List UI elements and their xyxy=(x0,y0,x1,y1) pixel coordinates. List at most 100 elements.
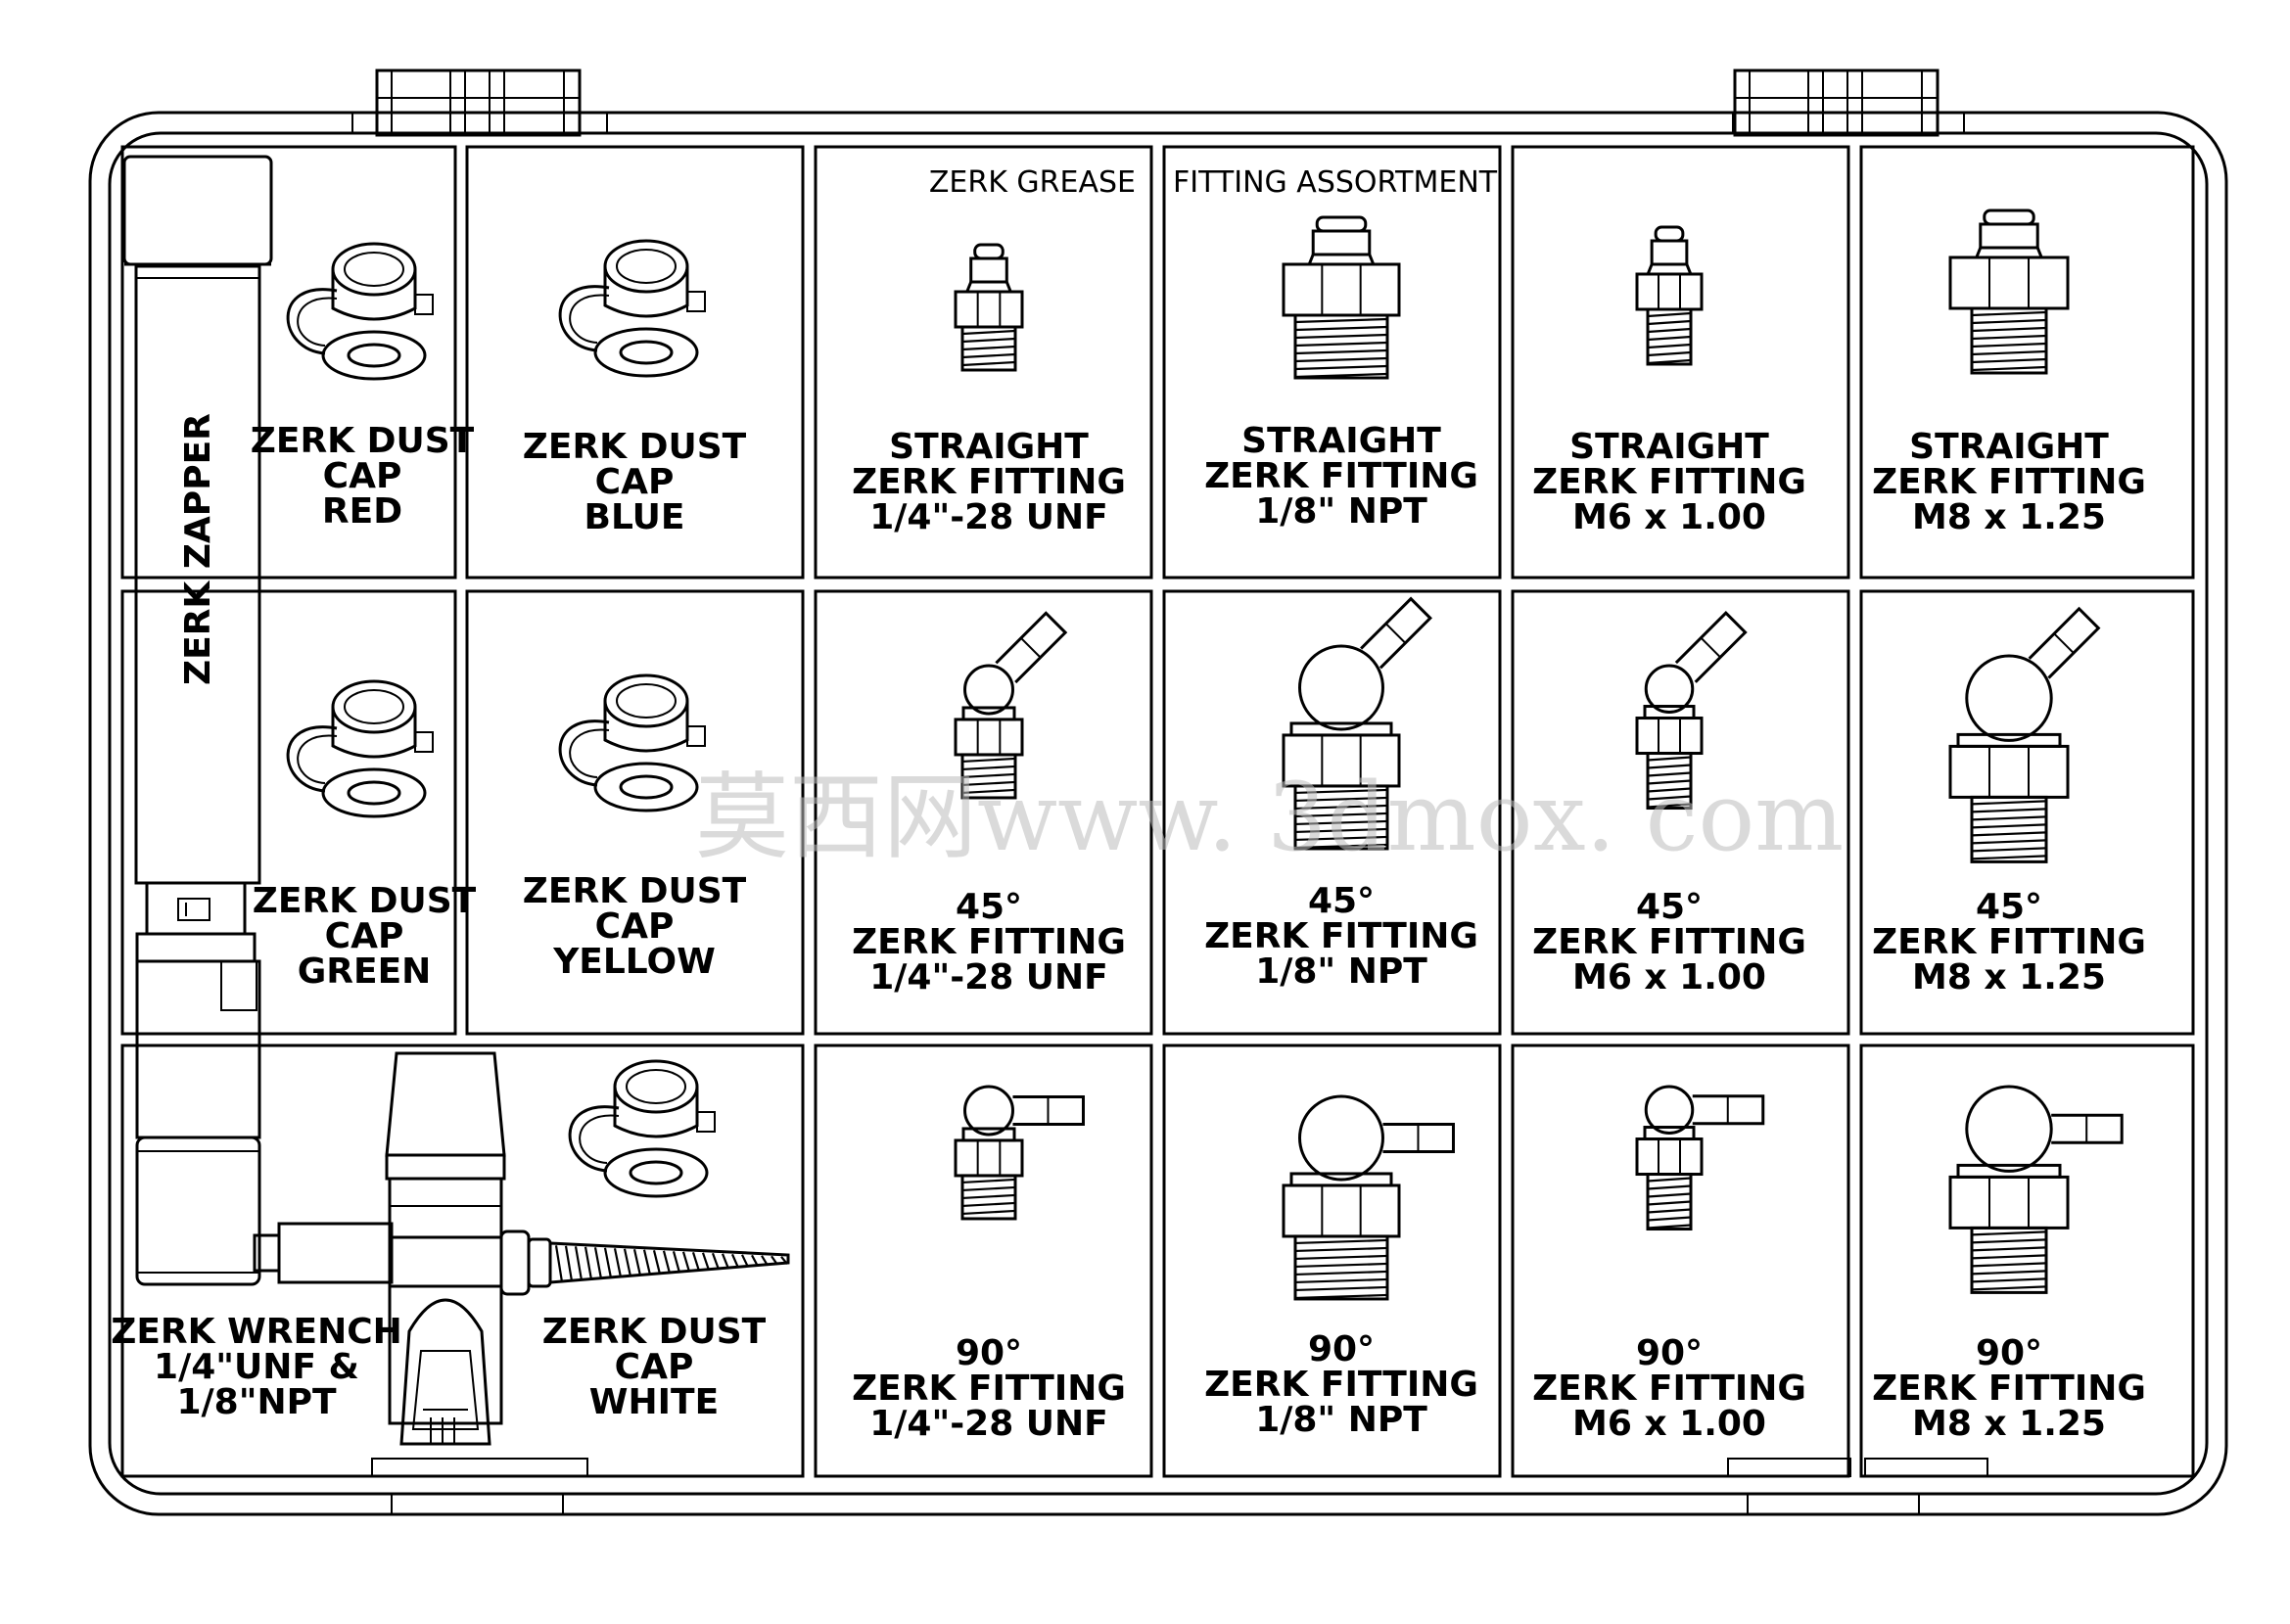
label-straight-m8-line-1: STRAIGHT xyxy=(1909,427,2109,467)
label-straight-m6-line-3: M6 x 1.00 xyxy=(1572,497,1766,537)
label-zerk-wrench-line-2: 1/4"UNF & xyxy=(154,1347,359,1387)
watermark-text: 莫西网www. 3dmox. com xyxy=(695,763,1844,872)
label-straight-eighth-npt-line-2: ZERK FITTING xyxy=(1204,456,1478,496)
label-deg90-m8-line-2: ZERK FITTING xyxy=(1872,1369,2146,1409)
dust-cap-green-icon xyxy=(286,679,434,818)
label-dust-cap-white-line-2: CAP xyxy=(615,1347,694,1387)
label-straight-eighth-npt-line-1: STRAIGHT xyxy=(1241,421,1441,461)
zerk-zapper-tool: ZERK ZAPPER xyxy=(122,155,273,1286)
label-deg45-m6-line-3: M6 x 1.00 xyxy=(1572,957,1766,998)
fitting-45-m8-icon xyxy=(1948,606,2101,863)
label-deg90-m8-line-3: M8 x 1.25 xyxy=(1912,1404,2106,1444)
label-deg45-eighth-npt-line-3: 1/8" NPT xyxy=(1255,951,1427,992)
label-dust-cap-blue-line-3: BLUE xyxy=(584,497,685,537)
label-straight-quarter-unf-line-1: STRAIGHT xyxy=(889,427,1089,467)
zerk-zapper-label: ZERK ZAPPER xyxy=(178,413,218,685)
header-title-right: FITTING ASSORTMENT xyxy=(1173,165,1498,200)
label-dust-cap-green-line-1: ZERK DUST xyxy=(253,881,477,921)
dust-cap-yellow-icon xyxy=(558,673,706,812)
label-straight-eighth-npt-line-3: 1/8" NPT xyxy=(1255,491,1427,532)
label-deg90-quarter-unf-line-3: 1/4"-28 UNF xyxy=(869,1404,1108,1444)
dust-cap-red-icon xyxy=(286,242,434,381)
fittings-layer xyxy=(954,209,2124,1301)
label-deg45-quarter-unf-line-3: 1/4"-28 UNF xyxy=(869,957,1108,998)
label-dust-cap-white-line-1: ZERK DUST xyxy=(542,1312,767,1352)
label-straight-m6-line-2: ZERK FITTING xyxy=(1532,462,1806,502)
label-dust-cap-red-line-2: CAP xyxy=(323,456,402,496)
label-deg90-m8-line-1: 90° xyxy=(1976,1333,2042,1373)
label-dust-cap-red-line-1: ZERK DUST xyxy=(251,421,475,461)
dust-caps-layer xyxy=(286,239,716,1198)
fitting-90-quarter-unf-icon xyxy=(954,1085,1085,1221)
label-deg90-quarter-unf-line-2: ZERK FITTING xyxy=(852,1369,1126,1409)
label-dust-cap-green-line-3: GREEN xyxy=(298,951,432,992)
straight-fitting-eighth-npt-icon xyxy=(1282,215,1401,380)
label-deg90-m6-line-1: 90° xyxy=(1636,1333,1703,1373)
fitting-45-eighth-npt-icon xyxy=(1282,596,1432,851)
right-hinge xyxy=(1733,69,1939,137)
label-deg90-eighth-npt-line-1: 90° xyxy=(1308,1329,1375,1369)
compartment-grid xyxy=(120,145,2195,1478)
label-deg45-m8-line-2: ZERK FITTING xyxy=(1872,922,2146,962)
left-hinge xyxy=(375,69,582,137)
label-zerk-wrench-line-3: 1/8"NPT xyxy=(176,1382,337,1422)
fitting-90-m8-icon xyxy=(1948,1085,2124,1294)
label-deg90-eighth-npt-line-3: 1/8" NPT xyxy=(1255,1400,1427,1440)
fitting-90-eighth-npt-icon xyxy=(1282,1094,1455,1301)
label-dust-cap-red-line-3: RED xyxy=(322,491,402,532)
straight-fitting-m6-icon xyxy=(1635,225,1704,366)
label-deg90-eighth-npt-line-2: ZERK FITTING xyxy=(1204,1365,1478,1405)
straight-fitting-quarter-unf-icon xyxy=(954,243,1024,372)
label-deg45-eighth-npt-line-2: ZERK FITTING xyxy=(1204,916,1478,956)
label-straight-m8-line-2: ZERK FITTING xyxy=(1872,462,2146,502)
label-deg45-m6-line-2: ZERK FITTING xyxy=(1532,922,1806,962)
zerk-wrench xyxy=(253,1051,790,1446)
fitting-45-quarter-unf-icon xyxy=(954,611,1068,800)
case-outline xyxy=(88,111,2228,1516)
label-dust-cap-blue-line-2: CAP xyxy=(595,462,675,502)
label-deg90-m6-line-3: M6 x 1.00 xyxy=(1572,1404,1766,1444)
header-title-left: ZERK GREASE xyxy=(929,165,1136,200)
label-dust-cap-yellow-line-2: CAP xyxy=(595,906,675,947)
dust-cap-white-icon xyxy=(568,1059,716,1198)
label-straight-quarter-unf-line-2: ZERK FITTING xyxy=(852,462,1126,502)
label-dust-cap-yellow-line-1: ZERK DUST xyxy=(523,871,747,911)
label-deg45-quarter-unf-line-1: 45° xyxy=(956,887,1022,927)
label-dust-cap-white-line-3: WHITE xyxy=(589,1382,719,1422)
label-dust-cap-green-line-2: CAP xyxy=(325,916,404,956)
label-deg45-eighth-npt-line-1: 45° xyxy=(1308,881,1375,921)
fitting-90-m6-icon xyxy=(1635,1085,1765,1231)
dust-cap-blue-icon xyxy=(558,239,706,378)
label-straight-m8-line-3: M8 x 1.25 xyxy=(1912,497,2106,537)
label-deg90-quarter-unf-line-1: 90° xyxy=(956,1333,1022,1373)
label-straight-quarter-unf-line-3: 1/4"-28 UNF xyxy=(869,497,1108,537)
straight-fitting-m8-icon xyxy=(1948,209,2070,375)
label-straight-m6-line-1: STRAIGHT xyxy=(1569,427,1769,467)
fitting-45-m6-icon xyxy=(1635,611,1748,811)
label-deg45-quarter-unf-line-2: ZERK FITTING xyxy=(852,922,1126,962)
label-deg45-m6-line-1: 45° xyxy=(1636,887,1703,927)
label-deg90-m6-line-2: ZERK FITTING xyxy=(1532,1369,1806,1409)
label-zerk-wrench-line-1: ZERK WRENCH xyxy=(111,1312,402,1352)
